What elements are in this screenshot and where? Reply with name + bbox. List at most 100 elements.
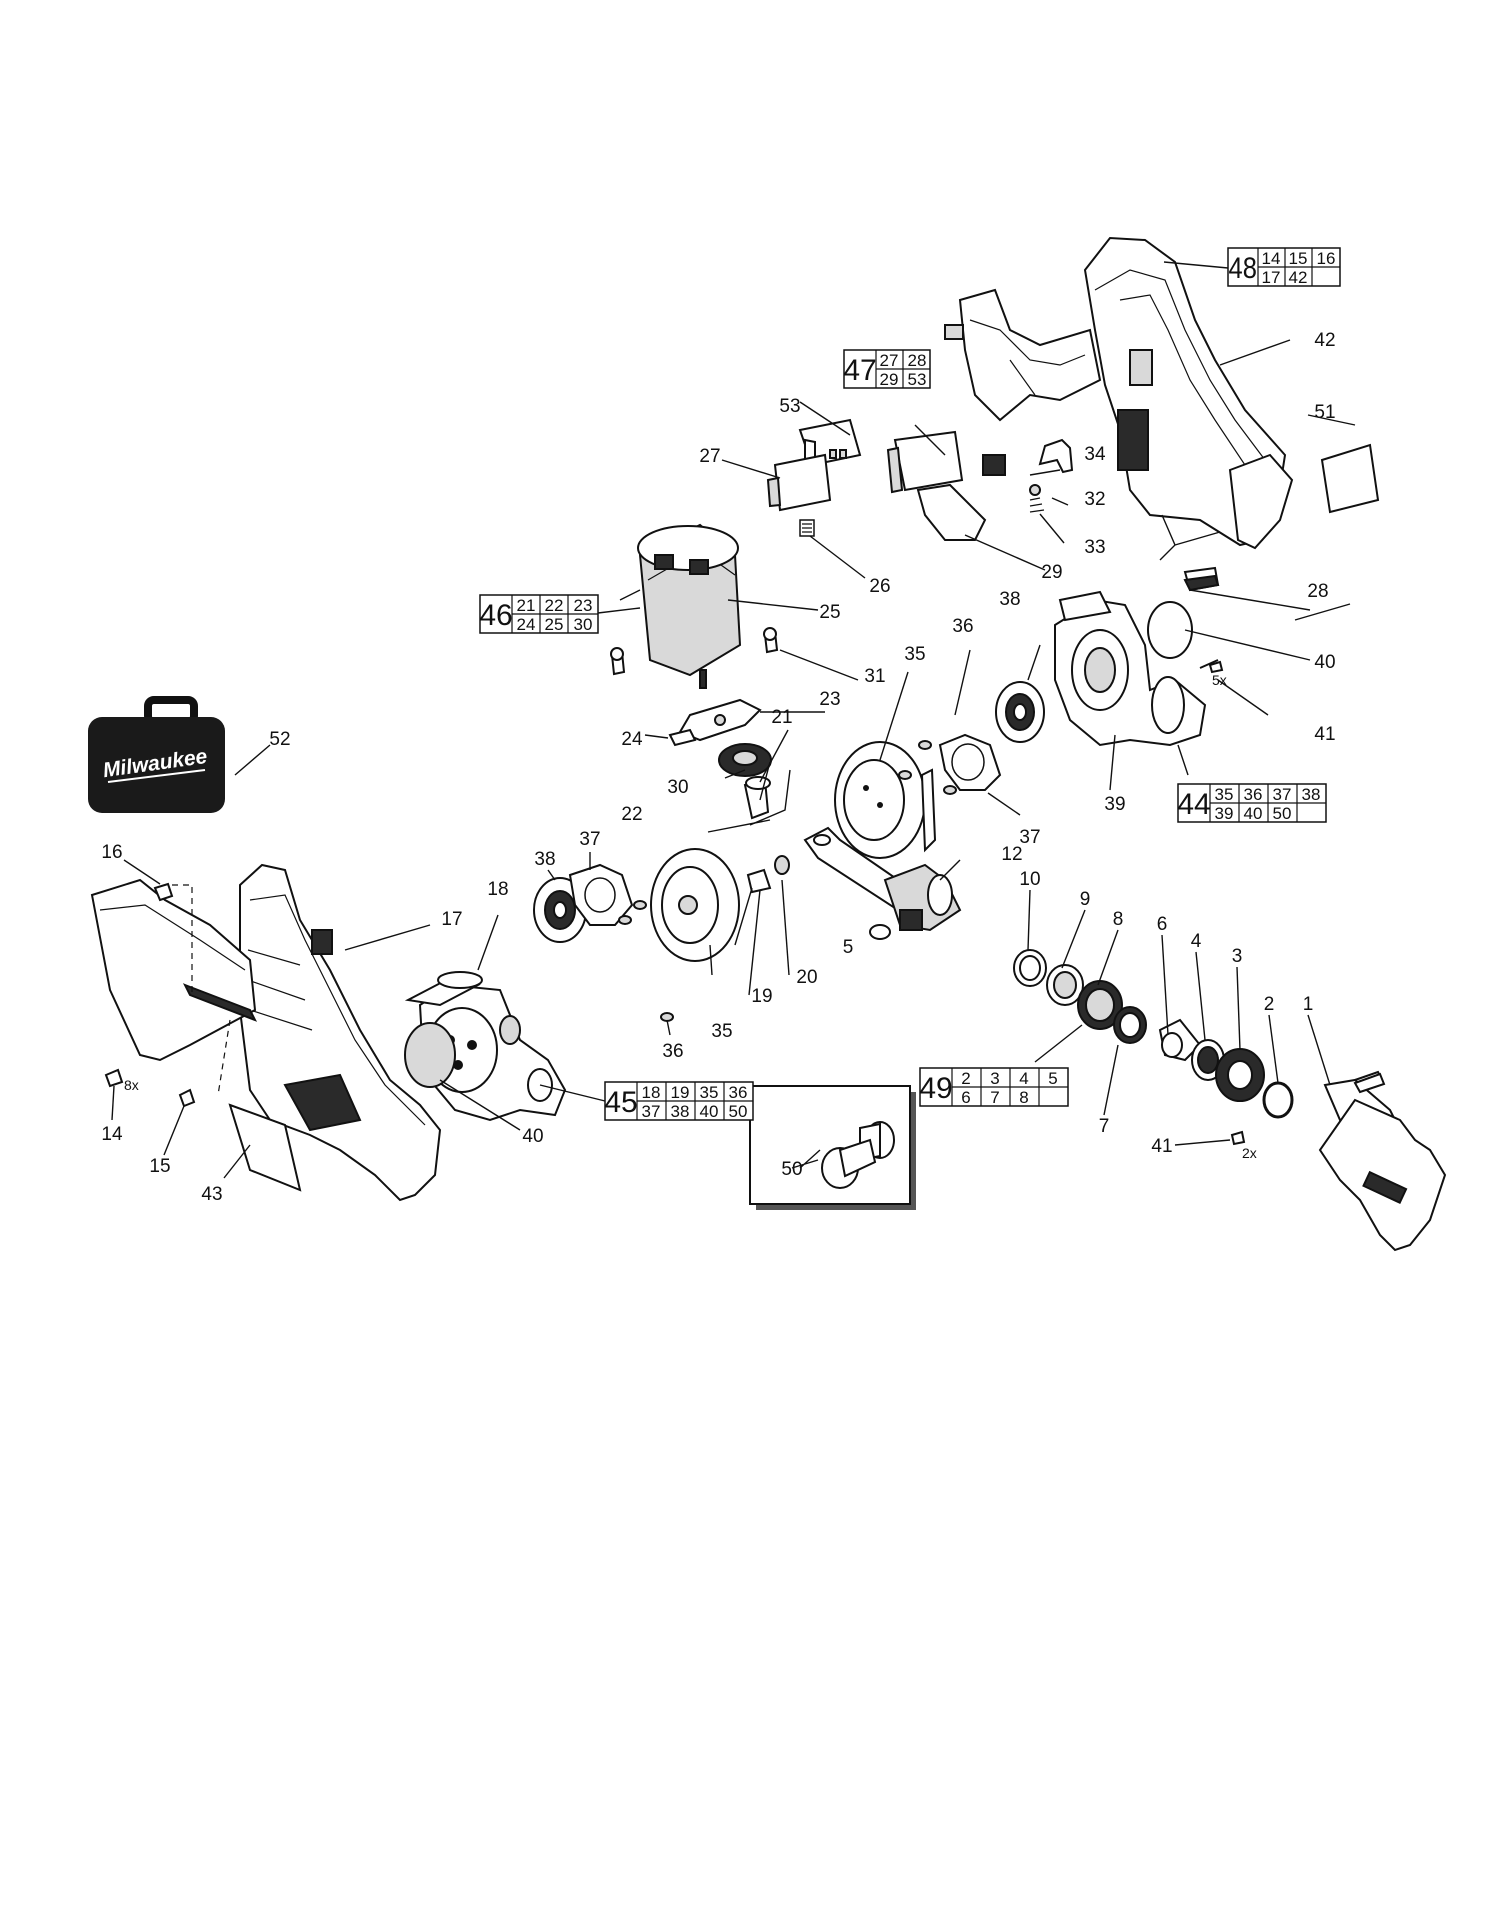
nose-parts-drawing — [1013, 949, 1294, 1119]
kit-44-number: 44 — [1177, 788, 1210, 821]
callout-19: 19 — [751, 986, 772, 1007]
callout-12: 12 — [1001, 844, 1022, 865]
lower-gear-housing-drawing — [404, 971, 567, 1122]
kit-box-46: 46 21 22 23 24 25 30 — [479, 594, 599, 634]
callout-31: 31 — [864, 666, 885, 687]
callout-32: 32 — [1084, 489, 1105, 510]
kit-44-cell: 37 — [1273, 785, 1292, 804]
kit-box-47: 47 27 28 29 53 — [843, 349, 931, 389]
callout-36-upper: 36 — [952, 616, 973, 637]
callout-17: 17 — [441, 909, 462, 930]
callout-1: 1 — [1303, 994, 1314, 1015]
kit-45-cell: 38 — [671, 1102, 690, 1121]
callout-10: 10 — [1019, 869, 1040, 890]
callout-42: 42 — [1314, 330, 1335, 351]
kit-47-cell: 29 — [880, 370, 899, 389]
kit-44-cell: 40 — [1244, 804, 1263, 823]
callout-9: 9 — [1080, 889, 1091, 910]
kit-49-cell: 2 — [961, 1069, 970, 1088]
callout-33: 33 — [1084, 537, 1105, 558]
kit-44-cell: 50 — [1273, 804, 1292, 823]
callout-35-lower: 35 — [711, 1021, 732, 1042]
callout-52: 52 — [269, 729, 290, 750]
kit-44-cell: 36 — [1244, 785, 1263, 804]
kit-48-cell: 16 — [1317, 249, 1336, 268]
callout-21: 21 — [771, 707, 792, 728]
kit-48-cell: 42 — [1289, 268, 1308, 287]
kit-46-cell: 22 — [545, 596, 564, 615]
kit-46-cell: 23 — [574, 596, 593, 615]
motor-assembly-drawing — [610, 523, 779, 820]
kit-45-cell: 35 — [700, 1083, 719, 1102]
kit-45-cell: 50 — [729, 1102, 748, 1121]
qty-2x: 2x — [1242, 1145, 1257, 1161]
callout-28: 28 — [1307, 581, 1328, 602]
label-51-drawing — [1320, 443, 1380, 514]
callout-2: 2 — [1264, 994, 1275, 1015]
callout-50: 50 — [781, 1159, 802, 1180]
callout-36-lower: 36 — [662, 1041, 683, 1062]
qty-5x: 5x — [1212, 672, 1227, 688]
kit-46-cell: 21 — [517, 596, 536, 615]
kit-46-cell: 30 — [574, 615, 593, 634]
kit-45-cell: 18 — [642, 1083, 661, 1102]
callout-7: 7 — [1099, 1116, 1110, 1137]
kit-49-cell: 5 — [1048, 1069, 1057, 1088]
switch-group-drawing — [766, 418, 1220, 592]
callout-5-upper: 5 — [843, 937, 854, 958]
callout-35-upper: 35 — [904, 644, 925, 665]
carrying-case-drawing: Milwaukee — [88, 696, 225, 813]
left-housing-drawing — [90, 863, 442, 1202]
kit-47-cell: 27 — [880, 351, 899, 370]
right-housing-drawing — [944, 236, 1294, 550]
kit-49-cell: 3 — [990, 1069, 999, 1088]
callout-labels: 1 2 3 4 5 6 7 8 9 10 12 14 15 16 17 18 1… — [101, 330, 1335, 1205]
callout-8: 8 — [1113, 909, 1124, 930]
callout-41-upper: 41 — [1314, 724, 1335, 745]
qty-8x: 8x — [124, 1077, 139, 1093]
callout-37-lower: 37 — [579, 829, 600, 850]
callout-38-upper: 38 — [999, 589, 1020, 610]
upper-counterweight-drawing — [834, 733, 1002, 859]
connecting-rod-drawing — [746, 826, 962, 940]
kit-49-number: 49 — [919, 1072, 952, 1105]
kit-box-49: 49 2 3 4 5 6 7 8 — [919, 1067, 1069, 1107]
callout-43: 43 — [201, 1184, 222, 1205]
callout-41-lower: 41 — [1151, 1136, 1172, 1157]
callout-40-lower: 40 — [522, 1126, 543, 1147]
callout-40-upper: 40 — [1314, 652, 1335, 673]
callout-37-upper: 37 — [1019, 827, 1040, 848]
kit-48-cell: 14 — [1262, 249, 1281, 268]
inset-box-50 — [749, 1085, 916, 1210]
callout-16: 16 — [101, 842, 122, 863]
callout-38-lower: 38 — [534, 849, 555, 870]
shoe-assembly-drawing — [1318, 1070, 1447, 1252]
callout-51: 51 — [1314, 402, 1335, 423]
kit-49-cell: 4 — [1019, 1069, 1028, 1088]
kit-49-cell: 8 — [1019, 1088, 1028, 1107]
leader-lines — [111, 261, 1356, 1179]
kit-45-cell: 19 — [671, 1083, 690, 1102]
kit-47-number: 47 — [843, 354, 876, 387]
callout-27: 27 — [699, 446, 720, 467]
lower-counterweight-drawing — [533, 848, 740, 1022]
callout-34: 34 — [1084, 444, 1106, 465]
upper-bearing-drawing — [995, 681, 1045, 743]
kit-44-cell: 38 — [1302, 785, 1321, 804]
kit-box-44: 44 35 36 37 38 39 40 50 — [1177, 783, 1327, 823]
kit-46-cell: 24 — [517, 615, 536, 634]
kit-47-cell: 28 — [908, 351, 927, 370]
kit-45-cell: 40 — [700, 1102, 719, 1121]
kit-46-number: 46 — [479, 599, 512, 632]
kit-box-48: 48 14 15 16 17 42 — [1227, 247, 1341, 287]
kit-49-cell: 6 — [961, 1088, 970, 1107]
callout-4: 4 — [1191, 931, 1202, 952]
callout-39: 39 — [1104, 794, 1125, 815]
callout-30: 30 — [667, 777, 688, 798]
kit-45-cell: 37 — [642, 1102, 661, 1121]
kit-45-cell: 36 — [729, 1083, 748, 1102]
kit-47-cell: 53 — [908, 370, 927, 389]
upper-gear-housing-drawing — [1054, 590, 1246, 1146]
callout-29: 29 — [1041, 562, 1062, 583]
kit-box-45: 45 18 19 35 36 37 38 40 50 — [604, 1081, 754, 1121]
